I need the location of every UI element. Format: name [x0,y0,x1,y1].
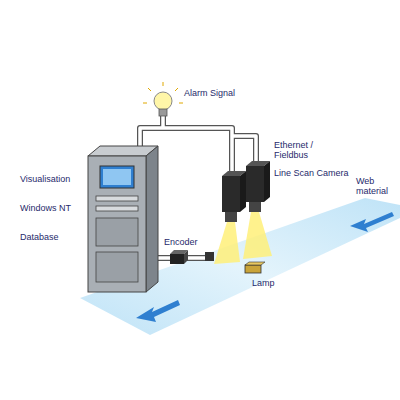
label-slot: Alarm Signal [184,88,235,98]
lamp-label: Lamp [252,278,275,288]
label-slot: Visualisation [20,174,70,184]
computer-cabinet [88,146,158,292]
label-slot: Windows NT [20,203,71,213]
lamp [245,262,265,273]
label-slot: Line Scan Camera [274,168,349,178]
alarm-bulb [143,82,183,116]
label-slot: Lamp [252,278,275,288]
label-slot: Database [20,232,59,242]
camera-label: Line Scan Camera [274,168,349,178]
label-slot: Ethernet / Fieldbus [274,140,322,160]
encoder-label: Encoder [164,237,198,247]
label-slot: Encoder [164,237,198,247]
flow-arrow [136,212,394,322]
system-label: Visualisation [20,174,70,184]
encoder [170,250,188,264]
label-slot: Web material [356,176,396,196]
bus-label: Ethernet / Fieldbus [274,140,322,160]
system-label: Database [20,232,59,242]
system-label: Windows NT [20,203,71,213]
line-scan-camera [222,161,270,222]
light-cone [214,212,272,264]
web-label: Web material [356,176,396,196]
web-band [80,198,400,335]
alarm-label: Alarm Signal [184,88,235,98]
sensor [205,252,214,261]
